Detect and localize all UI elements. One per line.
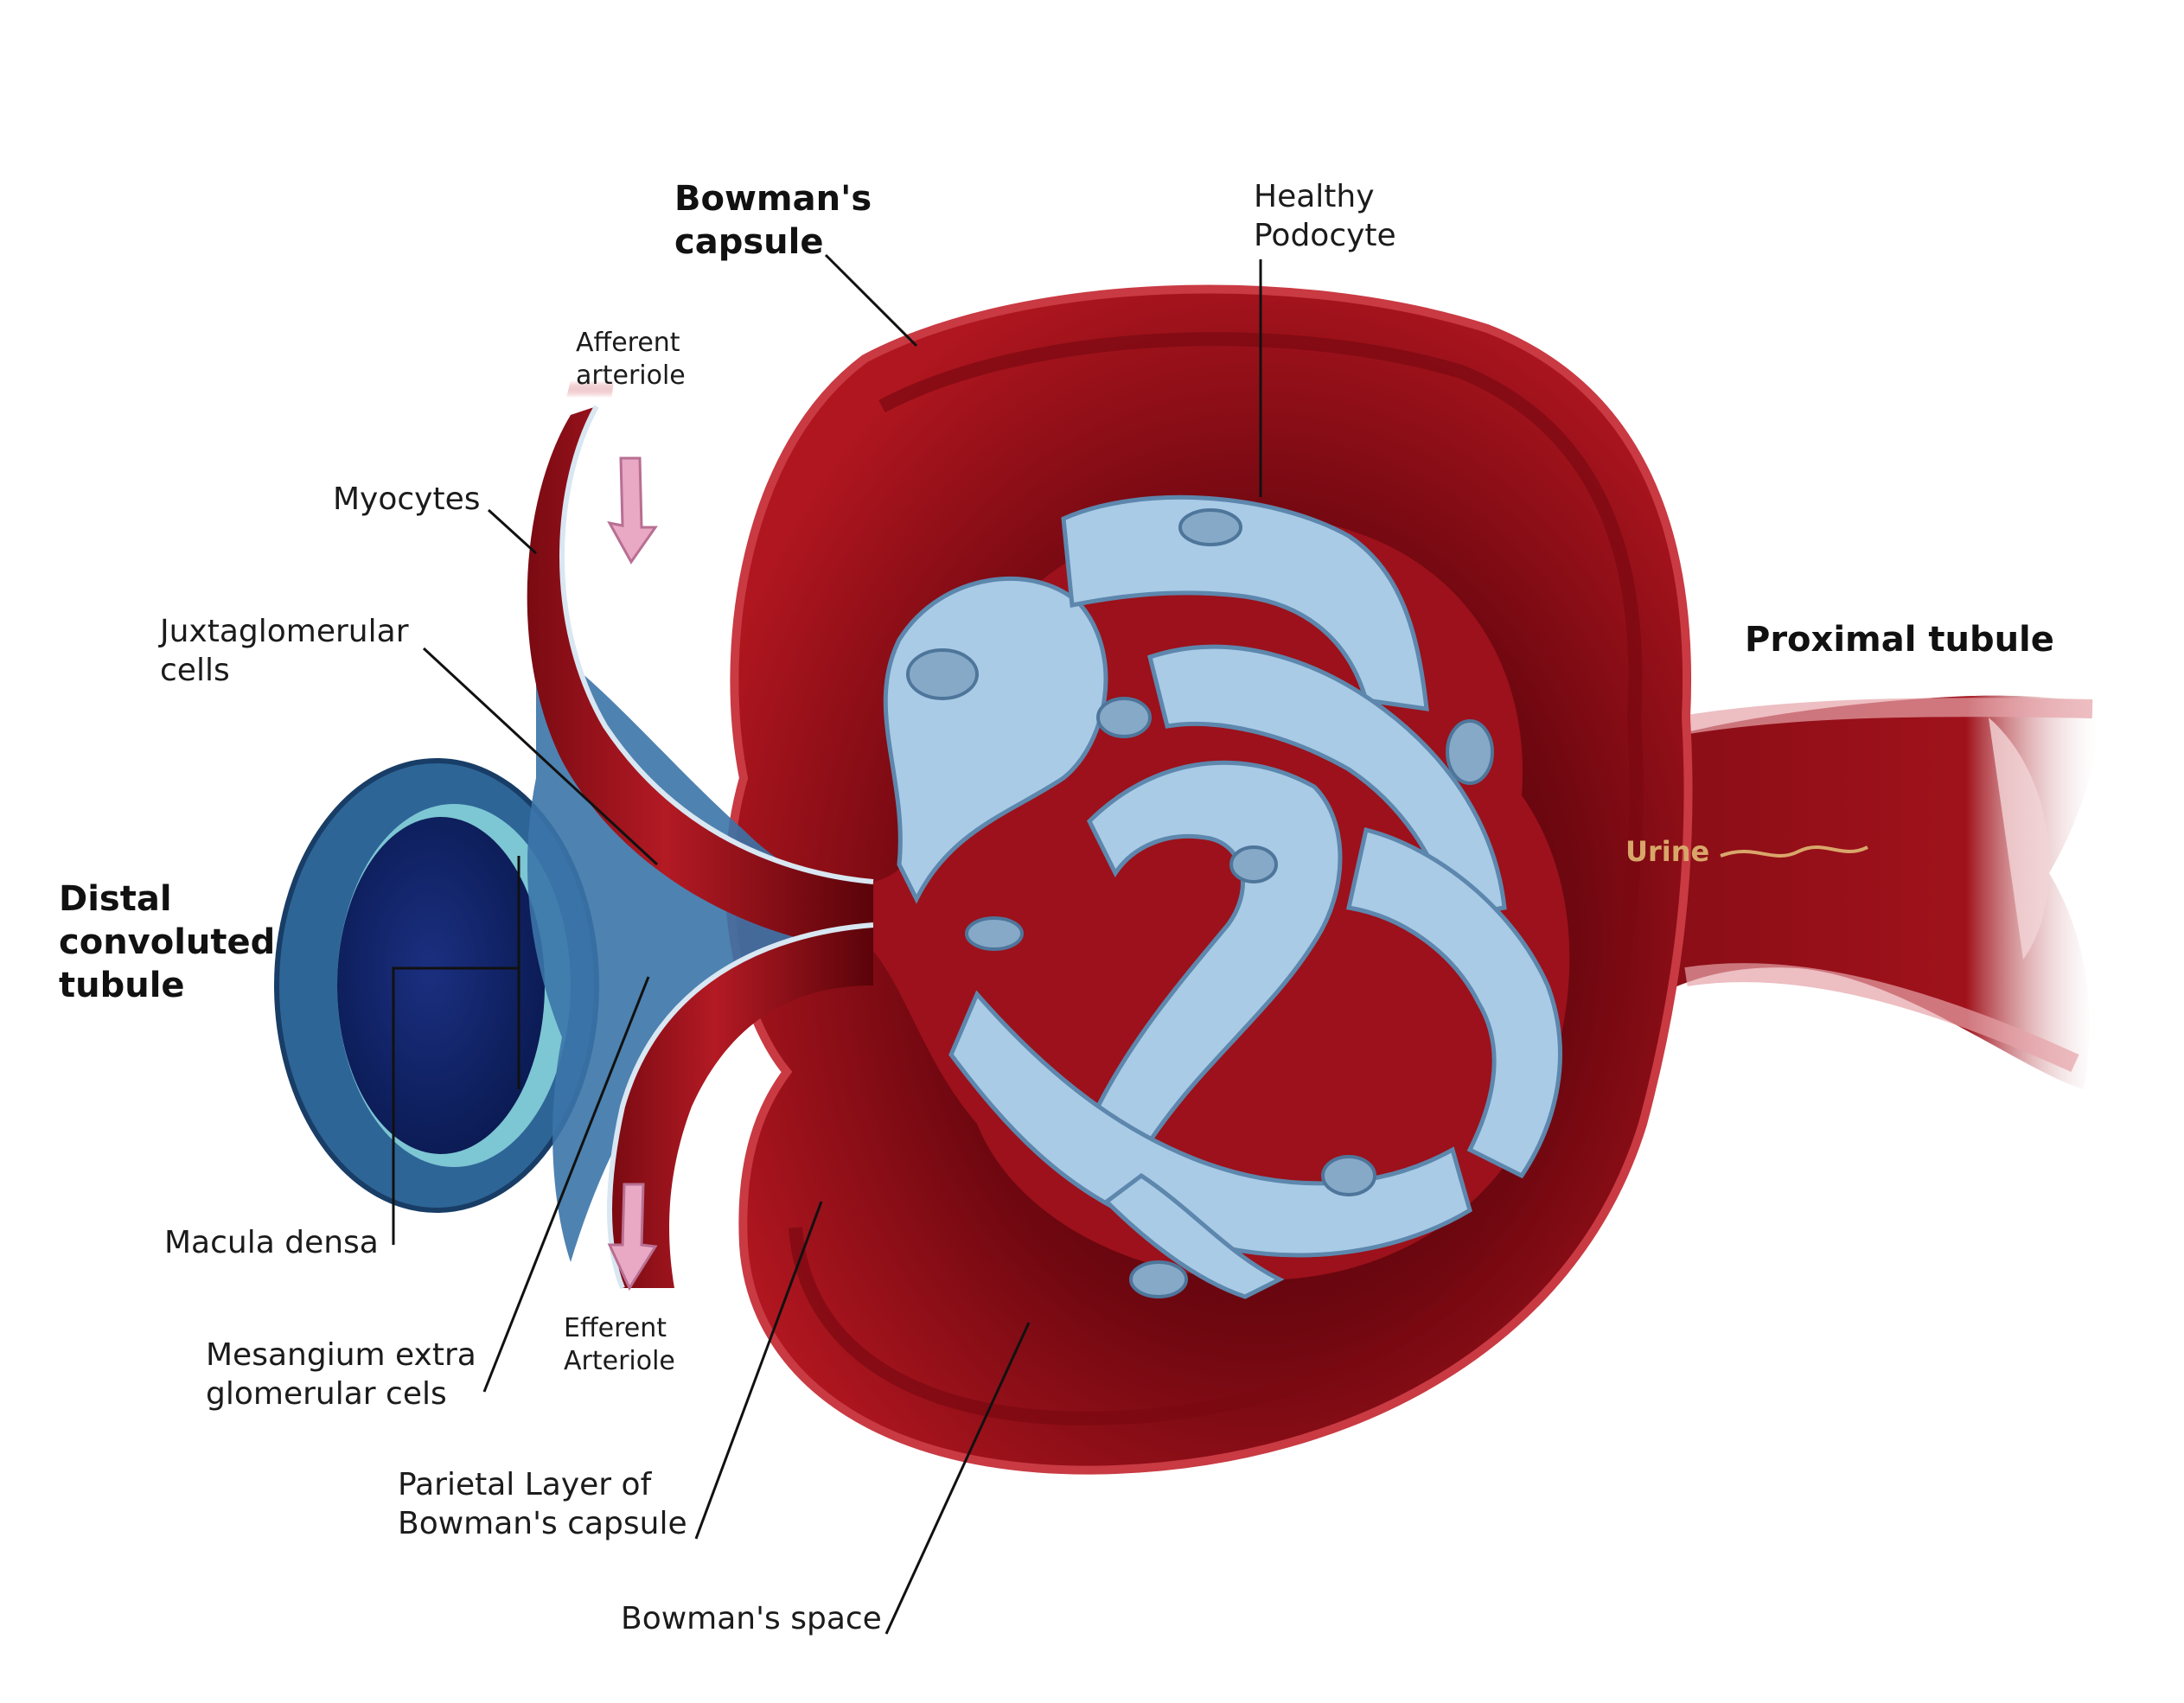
label-myocytes: Myocytes — [333, 482, 481, 517]
label-efferent-arteriole: Efferent Arteriole — [564, 1313, 675, 1376]
label-mesangium: Mesangium extra glomerular cels — [206, 1337, 476, 1412]
label-juxtaglomerular-cells: Juxtaglomerular cells — [160, 614, 409, 688]
proximal-tubule-shape — [1660, 695, 2098, 1089]
label-bowmans-space: Bowman's space — [621, 1601, 882, 1636]
efferent-arteriole-shape — [607, 922, 874, 1290]
label-proximal-tubule: Proximal tubule — [1745, 620, 2054, 660]
label-bowmans-capsule: Bowman's capsule — [674, 179, 872, 262]
label-parietal-layer: Parietal Layer of Bowman's capsule — [398, 1467, 687, 1541]
distal-tubule-shape — [274, 758, 599, 1213]
label-distal-convoluted-tubule: Distal convoluted tubule — [59, 879, 276, 1005]
label-healthy-podocyte: Healthy Podocyte — [1254, 179, 1396, 253]
label-macula-densa: Macula densa — [164, 1225, 379, 1260]
blood-flow-arrow — [607, 456, 658, 1292]
glomerulus-tuft — [873, 494, 1570, 1299]
afferent-arteriole-shape — [527, 380, 874, 951]
leader-lines — [392, 253, 1262, 1635]
label-urine: Urine — [1625, 835, 1710, 868]
urine-wave — [1720, 845, 1868, 858]
label-afferent-arteriole: Afferent arteriole — [576, 328, 686, 391]
